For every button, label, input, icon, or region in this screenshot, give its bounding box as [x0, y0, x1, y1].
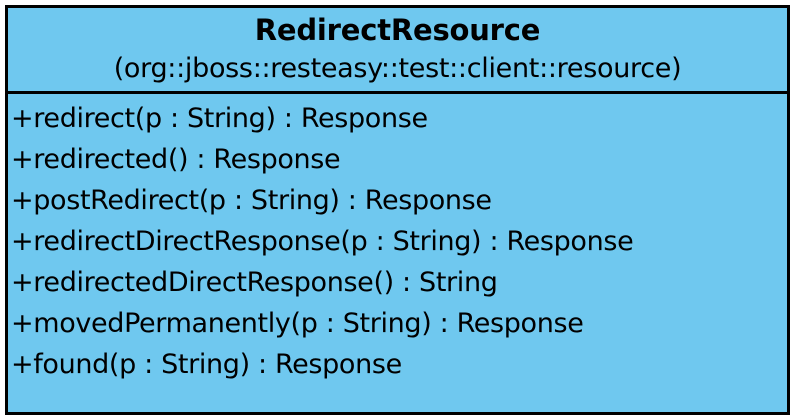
uml-class-box[interactable]: RedirectResource (org::jboss::resteasy::… [5, 5, 790, 415]
operation-row: +redirectedDirectResponse() : String [11, 267, 498, 298]
operation-row: +found(p : String) : Response [11, 349, 402, 380]
class-namespace: (org::jboss::resteasy::test::client::res… [113, 53, 682, 84]
operation-row: +movedPermanently(p : String) : Response [11, 308, 584, 339]
class-header-compartment: RedirectResource (org::jboss::resteasy::… [8, 8, 787, 94]
operation-row: +redirectDirectResponse(p : String) : Re… [11, 226, 634, 257]
class-name: RedirectResource [254, 13, 541, 47]
operation-row: +redirected() : Response [11, 144, 341, 175]
operation-row: +redirect(p : String) : Response [11, 103, 428, 134]
operation-row: +postRedirect(p : String) : Response [11, 185, 492, 216]
class-operations-compartment: +redirect(p : String) : Response +redire… [8, 94, 787, 412]
